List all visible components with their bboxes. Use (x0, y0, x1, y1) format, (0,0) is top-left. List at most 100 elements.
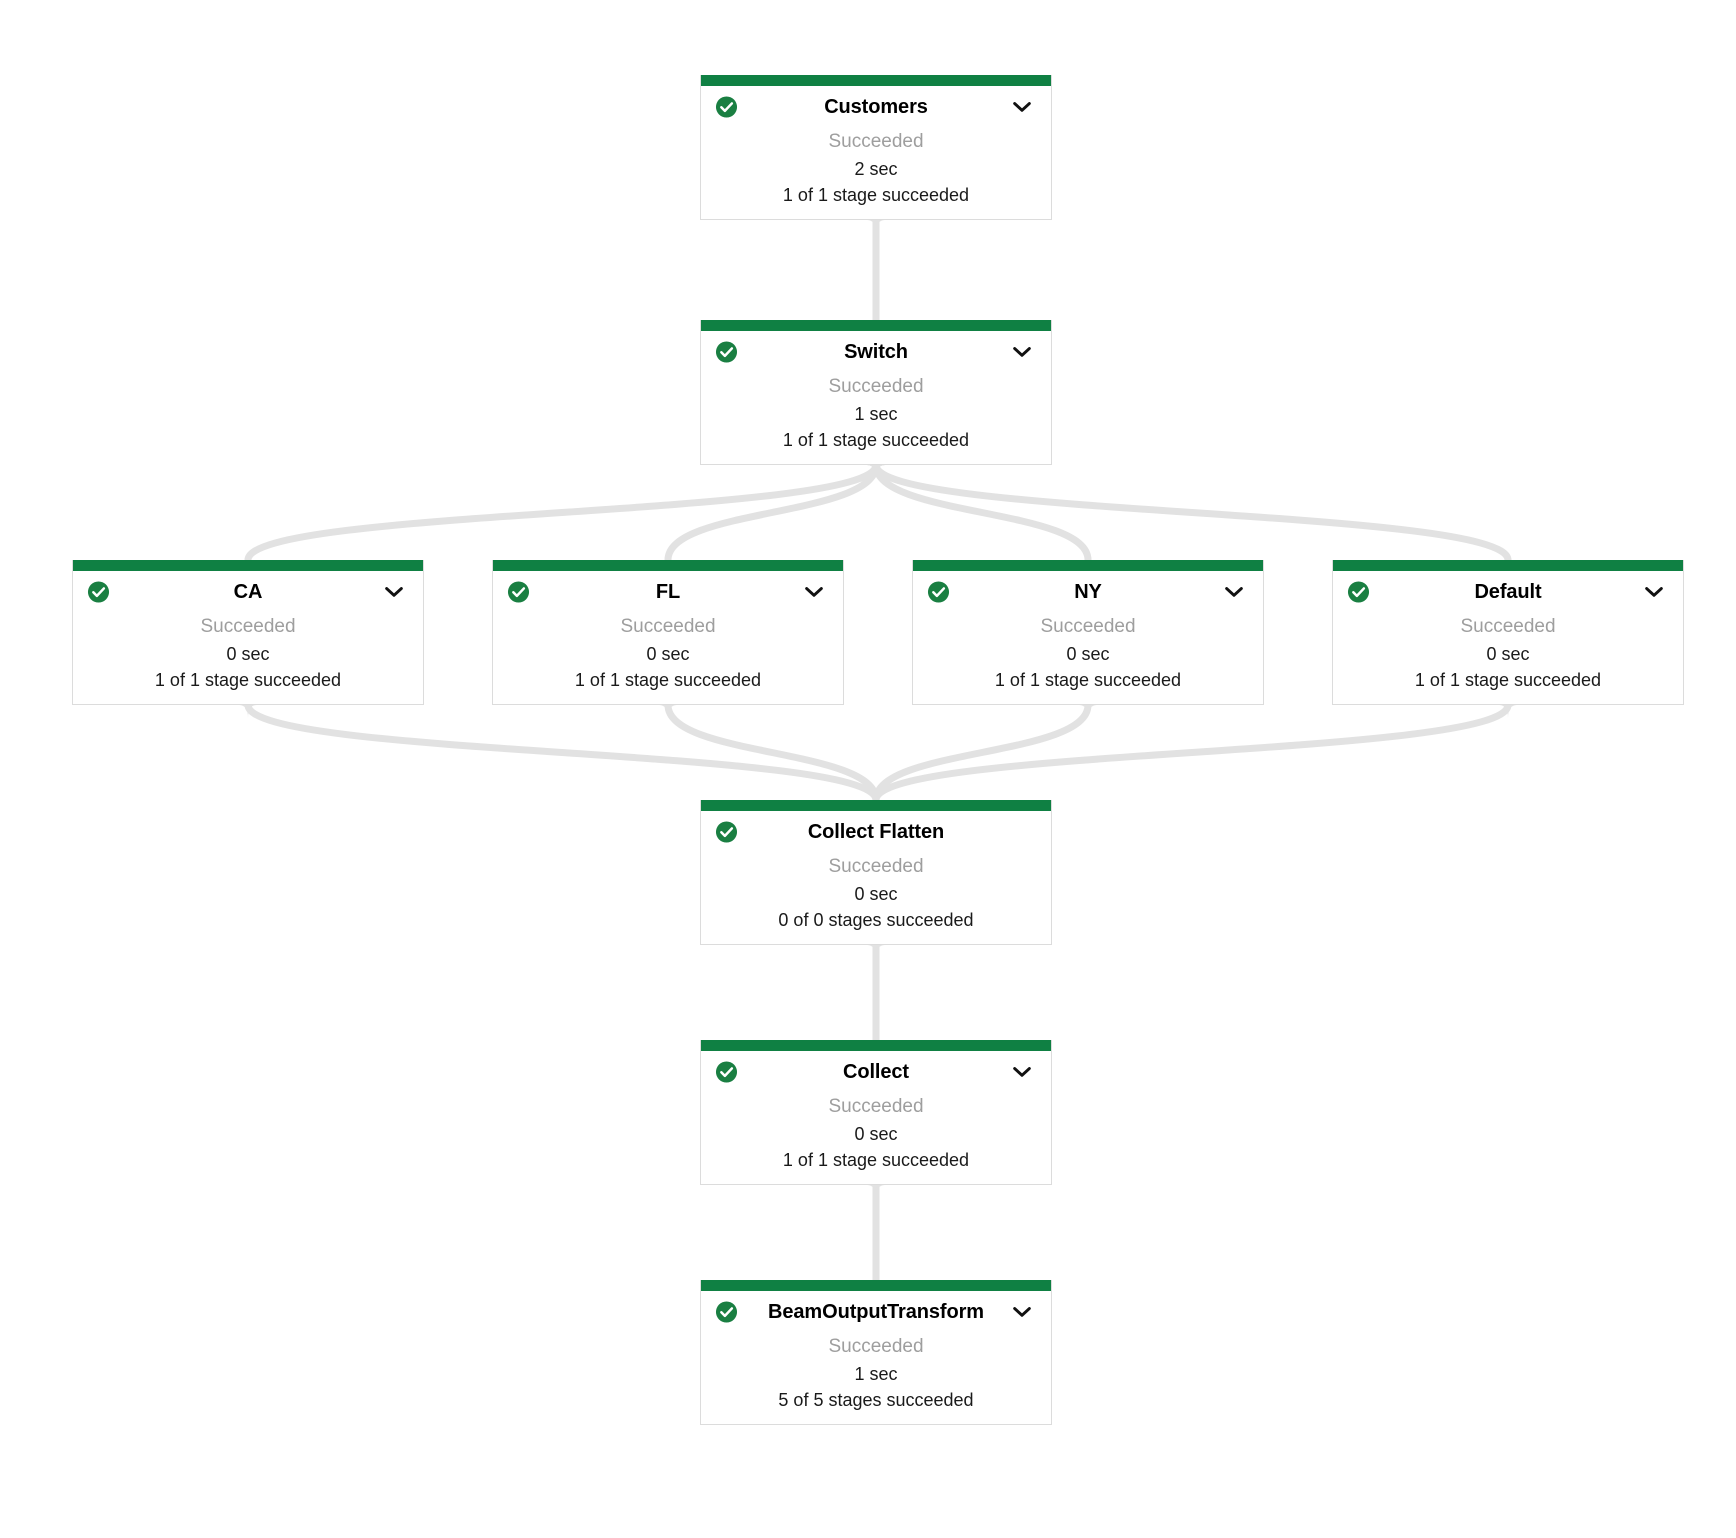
node-stages-text: 1 of 1 stage succeeded (1414, 669, 1602, 690)
edge-switch-to-ny (872, 461, 1092, 564)
node-body: Succeeded 1 sec 5 of 5 stages succeeded (701, 1333, 1051, 1424)
edge-cap-fl (659, 705, 677, 718)
edge-switch-to-default (872, 461, 1512, 564)
edge-cap-collect-flatten (867, 945, 885, 958)
check-circle-icon (715, 341, 738, 363)
check-circle-icon (1347, 581, 1370, 603)
chevron-down-icon[interactable] (1011, 100, 1033, 114)
node-header: Collect Flatten (701, 811, 1051, 853)
pipeline-node-switch[interactable]: Switch Succeeded 1 sec 1 of 1 stage succ… (700, 320, 1052, 465)
check-circle-icon (715, 96, 738, 118)
pipeline-node-customers[interactable]: Customers Succeeded 2 sec 1 of 1 stage s… (700, 75, 1052, 220)
check-circle-icon (507, 581, 530, 603)
edge-ny-to-collect-flatten (872, 701, 1092, 804)
pipeline-node-collect-flatten[interactable]: Collect Flatten Succeeded 0 sec 0 of 0 s… (700, 800, 1052, 945)
chevron-down-icon[interactable] (1643, 585, 1665, 599)
edge-fl-to-collect-flatten (664, 701, 880, 804)
node-body: Succeeded 0 sec 1 of 1 stage succeeded (493, 613, 843, 704)
edge-cap-customers (867, 220, 885, 233)
chevron-down-icon[interactable] (383, 585, 405, 599)
node-body: Succeeded 1 sec 1 of 1 stage succeeded (701, 373, 1051, 464)
node-status-text: Succeeded (828, 1096, 924, 1117)
edge-switch-to-fl (664, 461, 880, 564)
node-header: Customers (701, 86, 1051, 128)
node-status-accent-bar (701, 1040, 1051, 1051)
node-status-text: Succeeded (620, 616, 716, 637)
chevron-down-icon[interactable] (803, 585, 825, 599)
node-status-accent-bar (701, 800, 1051, 811)
node-header: Collect (701, 1051, 1051, 1093)
node-status-text: Succeeded (200, 616, 296, 637)
node-header: FL (493, 571, 843, 613)
node-body: Succeeded 0 sec 1 of 1 stage succeeded (73, 613, 423, 704)
check-circle-icon (87, 581, 110, 603)
node-body: Succeeded 0 sec 1 of 1 stage succeeded (1333, 613, 1683, 704)
node-duration-text: 0 sec (1066, 643, 1110, 664)
edge-cap-switch (867, 465, 885, 478)
node-title: FL (655, 581, 681, 603)
pipeline-node-ny[interactable]: NY Succeeded 0 sec 1 of 1 stage succeede… (912, 560, 1264, 705)
node-status-text: Succeeded (828, 131, 924, 152)
node-duration-text: 0 sec (646, 643, 690, 664)
edge-switch-to-ca (244, 461, 880, 564)
check-circle-icon (715, 1301, 738, 1323)
check-circle-icon (927, 581, 950, 603)
node-body: Succeeded 0 sec 1 of 1 stage succeeded (701, 1093, 1051, 1184)
node-header: NY (913, 571, 1263, 613)
chevron-down-icon[interactable] (1011, 345, 1033, 359)
node-stages-text: 5 of 5 stages succeeded (778, 1389, 974, 1410)
pipeline-node-ca[interactable]: CA Succeeded 0 sec 1 of 1 stage succeede… (72, 560, 424, 705)
node-title: NY (1074, 581, 1102, 603)
node-status-text: Succeeded (828, 1336, 924, 1357)
node-status-text: Succeeded (1460, 616, 1556, 637)
edge-cap-ca (239, 705, 257, 718)
node-status-text: Succeeded (828, 376, 924, 397)
chevron-down-icon[interactable] (1011, 1305, 1033, 1319)
node-status-accent-bar (701, 320, 1051, 331)
node-status-accent-bar (701, 1280, 1051, 1291)
node-stages-text: 0 of 0 stages succeeded (778, 909, 974, 930)
node-status-accent-bar (913, 560, 1263, 571)
node-body: Succeeded 0 sec 0 of 0 stages succeeded (701, 853, 1051, 944)
node-status-accent-bar (493, 560, 843, 571)
edge-cap-default (1499, 705, 1517, 718)
node-title: CA (233, 581, 263, 603)
node-duration-text: 0 sec (1486, 643, 1530, 664)
node-header: BeamOutputTransform (701, 1291, 1051, 1333)
node-status-accent-bar (701, 75, 1051, 86)
node-title: Collect (843, 1061, 909, 1083)
node-stages-text: 1 of 1 stage succeeded (782, 1149, 970, 1170)
edge-ca-to-collect-flatten (244, 701, 880, 804)
node-header: CA (73, 571, 423, 613)
pipeline-node-fl[interactable]: FL Succeeded 0 sec 1 of 1 stage succeede… (492, 560, 844, 705)
node-body: Succeeded 0 sec 1 of 1 stage succeeded (913, 613, 1263, 704)
node-duration-text: 1 sec (854, 1363, 898, 1384)
node-duration-text: 0 sec (854, 883, 898, 904)
node-duration-text: 2 sec (854, 158, 898, 179)
chevron-down-icon[interactable] (1223, 585, 1245, 599)
check-circle-icon (715, 1061, 738, 1083)
pipeline-node-collect[interactable]: Collect Succeeded 0 sec 1 of 1 stage suc… (700, 1040, 1052, 1185)
node-title: Customers (824, 96, 928, 118)
node-duration-text: 0 sec (226, 643, 270, 664)
node-status-accent-bar (73, 560, 423, 571)
node-status-text: Succeeded (828, 856, 924, 877)
node-duration-text: 1 sec (854, 403, 898, 424)
edge-default-to-collect-flatten (872, 701, 1512, 804)
edge-cap-ny (1079, 705, 1097, 718)
node-stages-text: 1 of 1 stage succeeded (782, 184, 970, 205)
check-circle-icon (715, 821, 738, 843)
node-stages-text: 1 of 1 stage succeeded (574, 669, 762, 690)
node-duration-text: 0 sec (854, 1123, 898, 1144)
node-title: Collect Flatten (807, 821, 945, 843)
pipeline-node-beam-output-transform[interactable]: BeamOutputTransform Succeeded 1 sec 5 of… (700, 1280, 1052, 1425)
pipeline-node-default[interactable]: Default Succeeded 0 sec 1 of 1 stage suc… (1332, 560, 1684, 705)
edge-cap-switch (867, 465, 885, 478)
edge-cap-switch (867, 465, 885, 478)
node-title: BeamOutputTransform (768, 1301, 984, 1323)
node-body: Succeeded 2 sec 1 of 1 stage succeeded (701, 128, 1051, 219)
edge-cap-collect (867, 1185, 885, 1198)
chevron-down-icon[interactable] (1011, 1065, 1033, 1079)
node-title: Switch (844, 341, 908, 363)
